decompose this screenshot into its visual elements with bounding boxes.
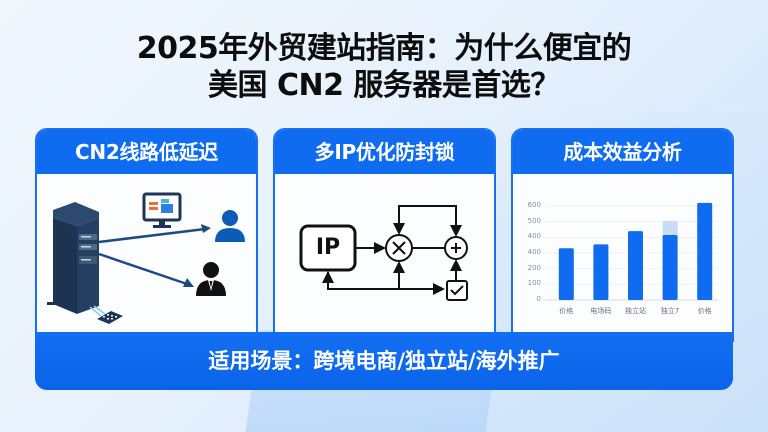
panel-heading: 多IP优化防封锁 [275,130,494,174]
y-tick-label: 200 [527,263,541,272]
chart-bar [662,234,678,300]
businessman-icon [196,262,226,296]
y-tick-label: 100 [527,279,541,288]
chart-bar [558,248,574,300]
panel-illustration [37,174,256,340]
panel-diagram: IP [275,174,494,340]
page-title: 2025年外贸建站指南：为什么便宜的 美国 CN2 服务器是首选？ [0,30,768,104]
plus-node [444,236,468,260]
x-category-label: 独立7 [660,307,680,315]
panel-heading: 成本效益分析 [513,130,732,174]
panel-cn2-latency: CN2线路低延迟 [35,128,258,342]
user-icon [215,210,245,242]
connection-arrows [98,224,211,287]
panel-cost-benefit: 成本效益分析 0 100 200 400 400 500 600 价格 电场码 独立站 独立7 价格 [511,128,734,342]
y-tick-label: 400 [527,248,541,256]
x-category-label: 电场码 [590,307,612,315]
y-tick-label: 400 [527,232,541,241]
x-category-label: 价格 [559,307,574,315]
monitor-icon [142,192,182,228]
y-tick-label: 0 [536,295,541,303]
chart-bar [697,202,713,300]
ip-label: IP [315,235,341,260]
check-node [446,280,468,301]
panel-multi-ip: 多IP优化防封锁 [273,128,496,342]
title-line-2: 美国 CN2 服务器是首选？ [208,68,560,103]
x-category-label: 独立站 [625,307,646,315]
keyboard-icon [89,305,123,324]
server-icon [47,202,99,314]
y-tick-label: 600 [527,201,541,209]
chart-bar [593,244,609,300]
y-tick-label: 500 [527,216,541,225]
panel-heading: CN2线路低延迟 [37,130,256,174]
footer-banner: 适用场景：跨境电商/独立站/海外推广 [35,332,733,390]
x-category-label: 价格 [697,307,712,315]
title-line-1: 2025年外贸建站指南：为什么便宜的 [136,31,632,66]
chart-bar [628,231,643,300]
multiply-node [385,234,413,262]
cost-chart: 0 100 200 400 400 500 600 价格 电场码 独立站 独立7 价格 [513,174,732,340]
flow-lines [322,205,462,295]
bar-chart [545,202,718,301]
